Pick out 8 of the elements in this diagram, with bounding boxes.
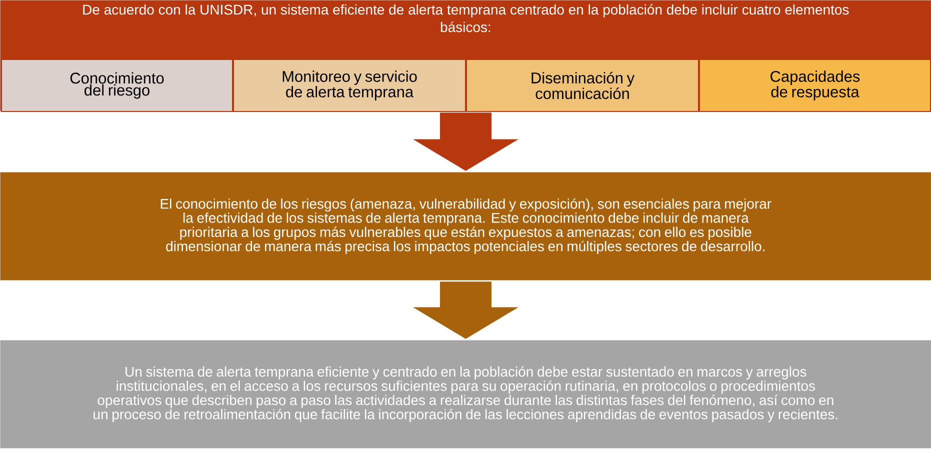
text-box: El conocimiento de los riesgos (amenaza, vulnerabilidad y exposición), son esenciales para mejorar la efectividad de los sistemas de alerta temprana. Este conocimiento debe incluir de manera prioritaria a los grupos más vulnerables que están expuestos a amenazas; con ello es posible dimensionar de manera más precisa los impactos potenciales en múltiples sectores de desarrollo. <box>0 172 931 280</box>
element-box: Capacidades de respuesta <box>699 59 931 112</box>
text-box: Un sistema de alerta temprana eficiente y centrado en la población debe estar sustentado en marcos y arreglos institucionales, en el acceso a los recursos suficientes para su operación rutinaria, en protocolos o procedimientos operativos que describen paso a paso las actividades a realizarse durante las distintas fases del fenómeno, así como en un proceso de retroalimentación que facilite la incorporación de las lecciones aprendidas de eventos pasados y recientes. <box>0 340 931 448</box>
element-box: Conocimiento del riesgo <box>1 59 233 112</box>
block-arrow <box>413 112 518 171</box>
block-arrow <box>413 282 518 339</box>
element-box: Monitoreo y servicio de alerta temprana <box>233 59 466 112</box>
element-box: Diseminación y comunicación <box>466 59 699 112</box>
